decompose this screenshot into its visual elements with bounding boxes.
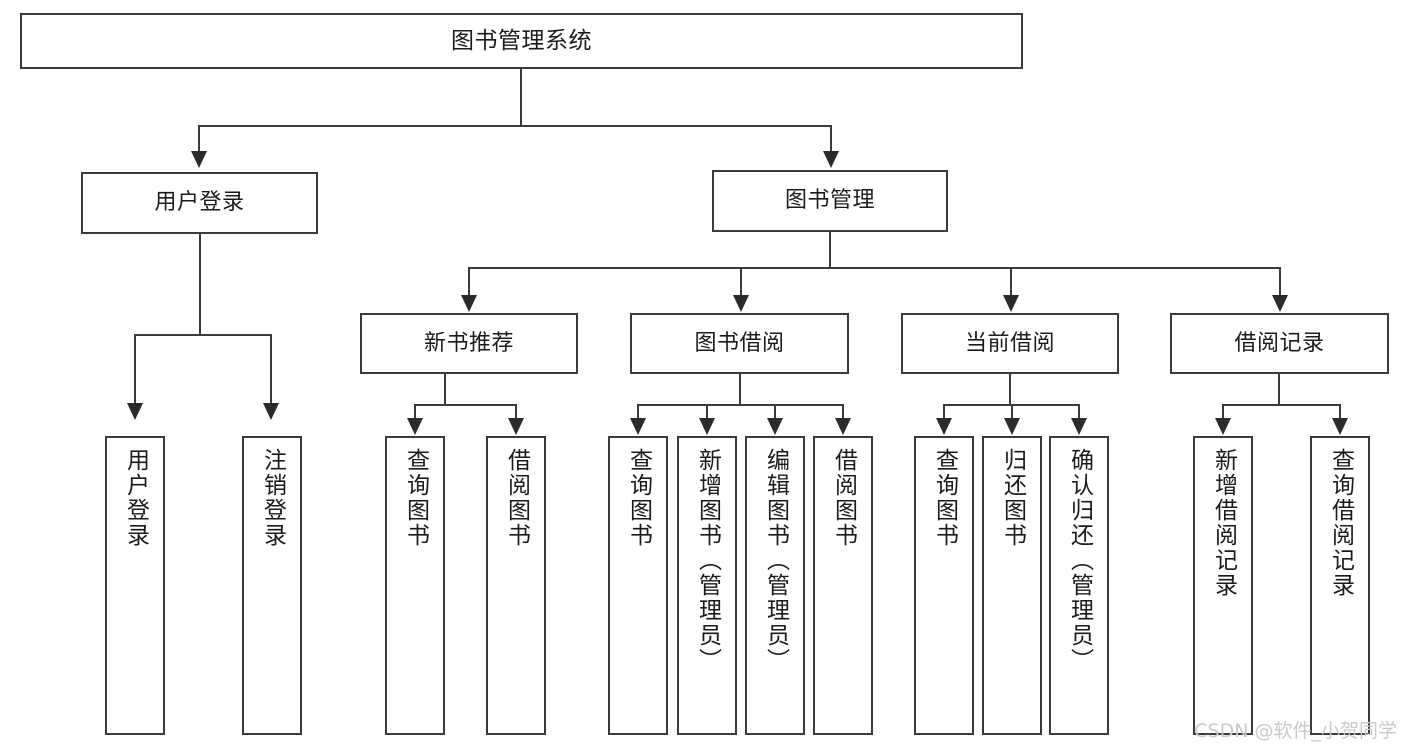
connector-current-borrow-stem bbox=[1009, 374, 1011, 405]
leaf-logout[interactable]: 注销登录 bbox=[242, 436, 302, 735]
arrow-to-new-book-recommend bbox=[461, 295, 477, 312]
connector-current-borrow-branch-2 bbox=[1011, 404, 1013, 418]
leaf-query-borrow-record[interactable]: 查询借阅记录 bbox=[1310, 436, 1370, 735]
connector-book-mgmt-bar bbox=[468, 267, 1280, 269]
connector-root-to-book-mgmt bbox=[830, 125, 832, 151]
leaf-query-book-recommend[interactable]: 查询图书 bbox=[385, 436, 445, 735]
connector-book-mgmt-branch-1 bbox=[468, 267, 470, 295]
node-label: 注销登录 bbox=[259, 448, 286, 548]
leaf-edit-book-admin[interactable]: 编辑图书（管理员） bbox=[745, 436, 805, 735]
node-label: 用户登录 bbox=[154, 190, 245, 216]
node-label: 当前借阅 bbox=[964, 330, 1055, 356]
node-label: 用户登录 bbox=[122, 448, 149, 548]
arrow-to-leaf-query-book-2 bbox=[630, 418, 646, 435]
connector-new-book-stem bbox=[444, 374, 446, 405]
connector-new-book-branch-1 bbox=[414, 404, 416, 418]
arrow-to-leaf-borrow-book-1 bbox=[508, 418, 524, 435]
arrow-to-book-mgmt bbox=[823, 151, 839, 168]
arrow-to-leaf-query-record bbox=[1332, 418, 1348, 435]
node-label: 图书管理系统 bbox=[451, 27, 592, 54]
node-label: 借阅图书 bbox=[830, 448, 857, 548]
connector-root-stem bbox=[520, 69, 522, 126]
connector-current-borrow-branch-1 bbox=[943, 404, 945, 418]
node-label: 新增借阅记录 bbox=[1210, 448, 1237, 598]
node-label: 查询图书 bbox=[931, 448, 958, 548]
connector-current-borrow-branch-3 bbox=[1078, 404, 1080, 418]
leaf-query-book-borrow[interactable]: 查询图书 bbox=[608, 436, 668, 735]
leaf-add-borrow-record[interactable]: 新增借阅记录 bbox=[1193, 436, 1253, 735]
connector-root-bar bbox=[198, 125, 832, 127]
node-label: 查询图书 bbox=[402, 448, 429, 548]
node-current-borrow[interactable]: 当前借阅 bbox=[901, 313, 1119, 374]
connector-book-mgmt-stem bbox=[829, 232, 831, 268]
node-label: 查询借阅记录 bbox=[1327, 448, 1354, 598]
node-new-book-recommend[interactable]: 新书推荐 bbox=[360, 313, 578, 374]
connector-borrow-record-stem bbox=[1278, 374, 1280, 405]
leaf-confirm-return-admin[interactable]: 确认归还（管理员） bbox=[1049, 436, 1109, 735]
connector-book-borrow-branch-2 bbox=[706, 404, 708, 418]
node-label: 图书管理 bbox=[784, 188, 875, 214]
connector-user-login-branch-1 bbox=[134, 334, 136, 403]
node-label: 归还图书 bbox=[999, 448, 1026, 548]
node-label: 查询图书 bbox=[625, 448, 652, 548]
connector-book-borrow-branch-1 bbox=[637, 404, 639, 418]
node-label: 图书借阅 bbox=[694, 330, 785, 356]
node-label: 新书推荐 bbox=[423, 330, 514, 356]
leaf-query-book-current[interactable]: 查询图书 bbox=[914, 436, 974, 735]
arrow-to-leaf-add-record bbox=[1215, 418, 1231, 435]
leaf-borrow-book-recommend[interactable]: 借阅图书 bbox=[486, 436, 546, 735]
arrow-to-leaf-user-login bbox=[127, 403, 143, 420]
connector-book-mgmt-branch-2 bbox=[740, 267, 742, 295]
arrow-to-leaf-add-book bbox=[699, 418, 715, 435]
arrow-to-user-login bbox=[191, 151, 207, 168]
connector-book-borrow-branch-4 bbox=[842, 404, 844, 418]
arrow-to-book-borrow bbox=[733, 295, 749, 312]
arrow-to-leaf-logout bbox=[263, 403, 279, 420]
node-label: 借阅记录 bbox=[1234, 330, 1325, 356]
node-book-borrow[interactable]: 图书借阅 bbox=[630, 313, 849, 374]
node-user-login[interactable]: 用户登录 bbox=[81, 172, 318, 234]
node-label: 编辑图书（管理员） bbox=[762, 448, 789, 673]
connector-user-login-bar bbox=[134, 334, 271, 336]
node-borrow-record[interactable]: 借阅记录 bbox=[1170, 313, 1389, 374]
arrow-to-leaf-query-book-1 bbox=[407, 418, 423, 435]
connector-book-borrow-stem bbox=[739, 374, 741, 405]
leaf-add-book-admin[interactable]: 新增图书（管理员） bbox=[677, 436, 737, 735]
arrow-to-borrow-record bbox=[1272, 295, 1288, 312]
arrow-to-leaf-query-book-3 bbox=[936, 418, 952, 435]
connector-book-mgmt-branch-3 bbox=[1010, 267, 1012, 295]
leaf-return-book[interactable]: 归还图书 bbox=[982, 436, 1042, 735]
arrow-to-leaf-borrow-book-2 bbox=[835, 418, 851, 435]
connector-borrow-record-branch-1 bbox=[1222, 404, 1224, 418]
arrow-to-current-borrow bbox=[1003, 295, 1019, 312]
connector-new-book-bar bbox=[414, 404, 516, 406]
connector-borrow-record-branch-2 bbox=[1339, 404, 1341, 418]
arrow-to-leaf-edit-book bbox=[767, 418, 783, 435]
arrow-to-leaf-confirm-return bbox=[1071, 418, 1087, 435]
connector-book-mgmt-branch-4 bbox=[1279, 267, 1281, 295]
connector-root-to-user-login bbox=[198, 125, 200, 151]
connector-user-login-stem bbox=[199, 234, 201, 335]
connector-book-borrow-branch-3 bbox=[774, 404, 776, 418]
connector-user-login-branch-2 bbox=[270, 334, 272, 403]
node-label: 借阅图书 bbox=[503, 448, 530, 548]
node-book-management[interactable]: 图书管理 bbox=[712, 170, 948, 232]
node-root-system[interactable]: 图书管理系统 bbox=[20, 13, 1023, 69]
connector-new-book-branch-2 bbox=[515, 404, 517, 418]
leaf-borrow-book[interactable]: 借阅图书 bbox=[813, 436, 873, 735]
connector-borrow-record-bar bbox=[1222, 404, 1340, 406]
connector-book-borrow-bar bbox=[637, 404, 843, 406]
node-label: 确认归还（管理员） bbox=[1066, 448, 1093, 673]
arrow-to-leaf-return-book bbox=[1004, 418, 1020, 435]
node-label: 新增图书（管理员） bbox=[694, 448, 721, 673]
leaf-user-login[interactable]: 用户登录 bbox=[105, 436, 165, 735]
